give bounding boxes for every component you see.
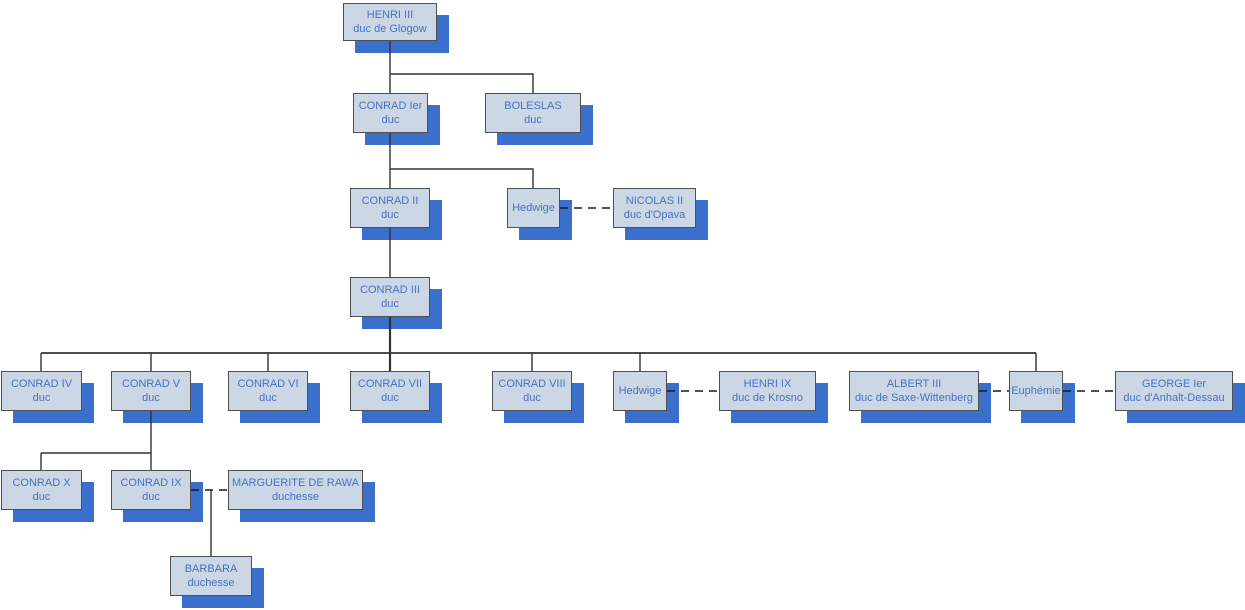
- person-name: MARGUERITE DE RAWA: [232, 477, 359, 489]
- person-title: duc d'Anhalt-Dessau: [1123, 392, 1225, 404]
- person-name: HENRI III: [366, 9, 414, 21]
- tree-node-conrad-iii[interactable]: CONRAD III duc: [350, 277, 430, 317]
- person-name: Hedwige: [512, 202, 555, 214]
- person-title: duc de Krosno: [732, 392, 803, 404]
- tree-node-henri-iii[interactable]: HENRI III duc de Glogow: [343, 3, 437, 41]
- person-name: CONRAD Ier: [358, 100, 423, 112]
- person-name: CONRAD VI: [237, 378, 299, 390]
- person-title: duc de Glogow: [353, 23, 427, 35]
- person-name: CONRAD III: [360, 284, 420, 296]
- person-name: CONRAD IX: [120, 477, 182, 489]
- tree-node-hedwige-2[interactable]: Hedwige: [613, 371, 667, 411]
- descent-connector: [390, 168, 534, 188]
- person-name: CONRAD VII: [357, 378, 423, 390]
- person-name: CONRAD II: [361, 195, 419, 207]
- tree-node-euphemie[interactable]: Euphémie: [1009, 371, 1063, 411]
- person-title: duc: [259, 392, 277, 404]
- tree-node-nicolas-ii[interactable]: NICOLAS II duc d'Opava: [613, 188, 696, 228]
- tree-node-albert-iii[interactable]: ALBERT III duc de Saxe-Wittenberg: [849, 371, 979, 411]
- person-title: duc: [142, 491, 160, 503]
- person-name: Euphémie: [1011, 385, 1061, 397]
- tree-node-hedwige-1[interactable]: Hedwige: [507, 188, 560, 228]
- tree-node-henri-ix[interactable]: HENRI IX duc de Krosno: [719, 371, 816, 411]
- person-title: duc: [142, 392, 160, 404]
- person-name: CONRAD V: [121, 378, 181, 390]
- person-title: duc de Saxe-Wittenberg: [854, 392, 973, 404]
- person-name: HENRI IX: [743, 378, 792, 390]
- tree-node-conrad-ii[interactable]: CONRAD II duc: [350, 188, 430, 228]
- tree-node-barbara[interactable]: BARBARA duchesse: [170, 556, 252, 596]
- tree-node-conrad-iv[interactable]: CONRAD IV duc: [1, 371, 82, 411]
- person-name: CONRAD IV: [10, 378, 73, 390]
- tree-node-george-ier[interactable]: GEORGE Ier duc d'Anhalt-Dessau: [1115, 371, 1233, 411]
- person-title: duc: [381, 209, 399, 221]
- person-name: GEORGE Ier: [1141, 378, 1207, 390]
- person-title: duc: [381, 392, 399, 404]
- tree-node-conrad-viii[interactable]: CONRAD VIII duc: [492, 371, 572, 411]
- person-title: duc: [524, 114, 542, 126]
- tree-node-conrad-vii[interactable]: CONRAD VII duc: [350, 371, 430, 411]
- person-title: duc: [523, 392, 541, 404]
- person-title: duc: [32, 392, 51, 404]
- person-name: Hedwige: [618, 385, 662, 397]
- descent-connector: [390, 73, 534, 93]
- person-name: CONRAD X: [12, 477, 71, 489]
- person-name: BARBARA: [184, 563, 238, 575]
- person-title: duc: [32, 491, 51, 503]
- person-name: ALBERT III: [886, 378, 942, 390]
- person-name: BOLESLAS: [504, 100, 562, 112]
- person-title: duc: [381, 114, 400, 126]
- person-title: duchesse: [187, 577, 235, 589]
- person-title: duchesse: [271, 491, 320, 503]
- tree-node-conrad-vi[interactable]: CONRAD VI duc: [228, 371, 308, 411]
- tree-node-marguerite-de-rawa[interactable]: MARGUERITE DE RAWA duchesse: [228, 470, 363, 510]
- person-title: duc d'Opava: [623, 209, 686, 221]
- tree-node-conrad-ix[interactable]: CONRAD IX duc: [111, 470, 191, 510]
- tree-node-conrad-x[interactable]: CONRAD X duc: [1, 470, 82, 510]
- person-name: NICOLAS II: [625, 195, 684, 207]
- person-name: CONRAD VIII: [498, 378, 566, 390]
- person-title: duc: [381, 298, 399, 310]
- tree-node-conrad-v[interactable]: CONRAD V duc: [111, 371, 191, 411]
- tree-node-boleslas[interactable]: BOLESLAS duc: [485, 93, 581, 133]
- tree-node-conrad-ier[interactable]: CONRAD Ier duc: [353, 93, 428, 133]
